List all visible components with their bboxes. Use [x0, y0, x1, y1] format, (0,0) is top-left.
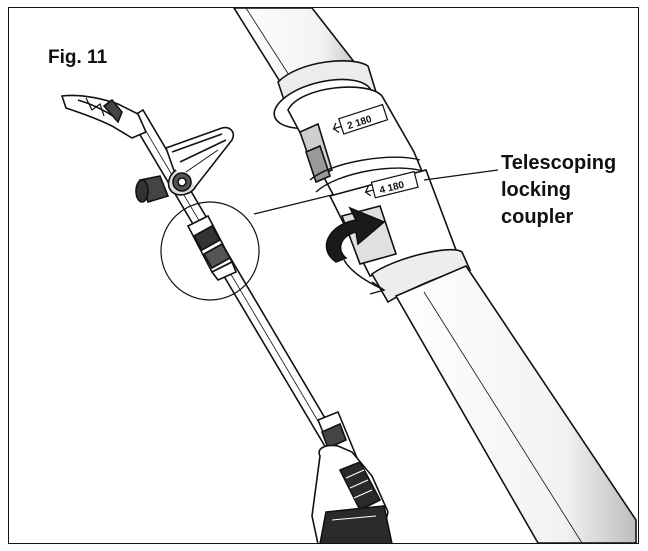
zoom-collar: [273, 60, 472, 304]
auxiliary-handle: [135, 126, 235, 203]
coupler-marking-lower: 4 180: [364, 170, 419, 199]
zoom-leader-line: [253, 192, 341, 215]
small-coupler: [186, 214, 238, 281]
magnifier-circle: [160, 201, 260, 301]
rotation-arrow: [325, 206, 386, 295]
trimmer-top-housing: [60, 94, 148, 139]
callout-leader-line: [423, 169, 499, 181]
callout-line-3: coupler: [501, 206, 574, 228]
callout-line-2: locking: [501, 179, 572, 201]
callout-line-1: Telescoping: [501, 152, 617, 174]
figure-label: Fig. 11: [48, 47, 108, 68]
trimmer-head: [311, 410, 393, 543]
zoom-lower-tube: [394, 265, 637, 543]
callout-label: Telescoping locking coupler: [501, 150, 636, 231]
